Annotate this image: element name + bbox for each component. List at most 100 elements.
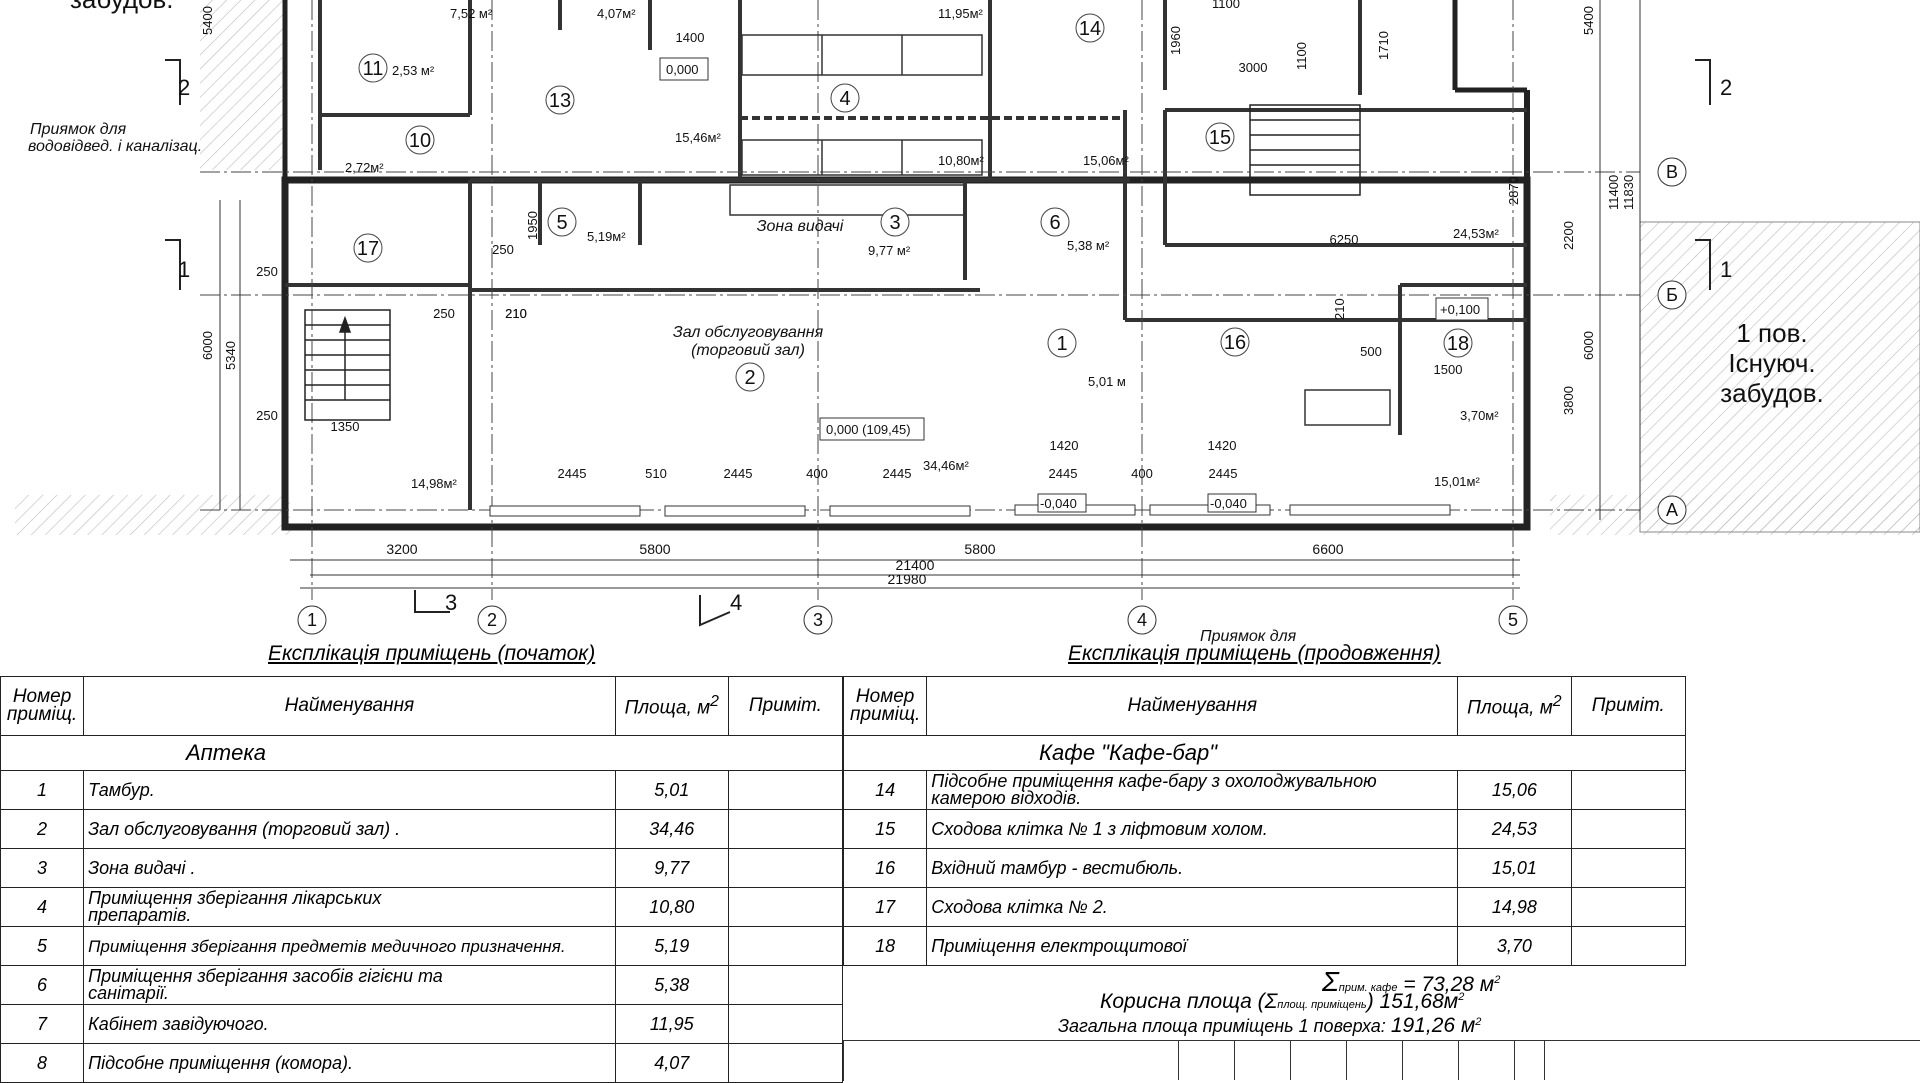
svg-text:1420: 1420 (1208, 438, 1237, 453)
ground-hatch-left (15, 495, 290, 535)
svg-text:3200: 3200 (386, 541, 417, 557)
svg-text:2445: 2445 (1209, 466, 1238, 481)
svg-text:3: 3 (445, 590, 457, 615)
svg-text:Існуюч.: Існуюч. (1728, 348, 1815, 378)
svg-text:2: 2 (744, 367, 755, 389)
svg-text:5800: 5800 (639, 541, 670, 557)
svg-text:5: 5 (1508, 610, 1518, 630)
svg-text:9,77 м²: 9,77 м² (868, 243, 911, 258)
dimension-values-bottom: 3200 5800 5800 6600 21400 21980 (386, 541, 1343, 587)
zone-labels: Зал обслуговування (торговий зал) Зона в… (673, 218, 844, 359)
svg-text:210: 210 (505, 306, 527, 321)
svg-text:2445: 2445 (724, 466, 753, 481)
svg-text:2: 2 (487, 610, 497, 630)
svg-text:11: 11 (363, 58, 384, 80)
cafe-total: Σприм. кафе = 73,28 м2 (1322, 966, 1501, 997)
dimension-values-inner: 2445 510 2445 400 2445 2445 400 2445 142… (256, 0, 1462, 481)
header-name: Найменування (83, 676, 616, 736)
svg-text:7,52 м²: 7,52 м² (450, 6, 493, 21)
svg-text:500: 500 (1360, 344, 1382, 359)
svg-text:18: 18 (1447, 333, 1469, 355)
staircase-17 (304, 309, 391, 421)
group-row: Аптека (0, 735, 843, 771)
svg-text:(торговий зал): (торговий зал) (691, 342, 805, 359)
svg-text:250: 250 (256, 264, 278, 279)
svg-text:4: 4 (1137, 610, 1147, 630)
level-marks: 0,000 0,000 (109,45) +0,100 -0,040 -0,04… (659, 57, 1489, 513)
svg-text:6600: 6600 (1312, 541, 1343, 557)
svg-text:15,46м²: 15,46м² (675, 130, 721, 145)
svg-text:13: 13 (549, 90, 571, 112)
group-row: Кафе "Кафе-бар" (843, 735, 1686, 771)
svg-text:21980: 21980 (888, 571, 927, 587)
table-right-title: Експлікація приміщень (продовження) (1068, 642, 1441, 665)
title-block-grid (1178, 1040, 1545, 1080)
svg-text:5400: 5400 (200, 6, 215, 35)
svg-text:+0,100: +0,100 (1440, 302, 1480, 317)
svg-text:1400: 1400 (676, 30, 705, 45)
header-name: Найменування (926, 676, 1459, 736)
svg-text:водовідвед. і каналізац.: водовідвед. і каналізац. (28, 138, 202, 155)
explication-table-right: Номер приміщ. Найменування Площа, м2 При… (842, 676, 1687, 966)
svg-text:15: 15 (1209, 127, 1231, 149)
svg-text:3: 3 (889, 212, 900, 234)
svg-text:А: А (1666, 500, 1678, 520)
svg-text:24,53м²: 24,53м² (1453, 226, 1499, 241)
svg-text:1420: 1420 (1050, 438, 1079, 453)
axis-markers-letters: В Б А (1657, 157, 1687, 525)
svg-text:17: 17 (357, 238, 379, 260)
svg-text:210: 210 (1332, 298, 1347, 320)
svg-text:2: 2 (1720, 75, 1732, 100)
section-marks (165, 59, 1711, 627)
svg-text:1: 1 (1056, 333, 1067, 355)
svg-text:1710: 1710 (1376, 31, 1391, 60)
svg-text:1 пов.: 1 пов. (1736, 318, 1807, 348)
svg-text:2200: 2200 (1561, 221, 1576, 250)
interior-walls (285, 0, 1527, 510)
svg-text:5,38 м²: 5,38 м² (1067, 238, 1110, 253)
svg-text:Приямок для: Приямок для (1200, 628, 1297, 645)
floor-plan-drawing: 1 2 3 4 5 В Б А 2 2 1 1 3 4 1 пов. Існую… (15, 0, 1920, 645)
svg-text:В: В (1666, 162, 1678, 182)
explication-table-left: Номер приміщ. Найменування Площа, м2 При… (0, 676, 844, 1083)
svg-text:5,01 м: 5,01 м (1088, 374, 1126, 389)
table-header-row: Номер приміщ. Найменування Площа, м2 При… (0, 676, 844, 736)
table-left-title: Експлікація приміщень (початок) (268, 642, 596, 665)
staircase-15 (1249, 104, 1361, 196)
svg-text:250: 250 (492, 242, 514, 257)
svg-text:15,06м²: 15,06м² (1083, 153, 1129, 168)
svg-text:5400: 5400 (1581, 6, 1596, 35)
svg-text:-0,040: -0,040 (1040, 496, 1077, 511)
svg-text:6250: 6250 (1330, 232, 1359, 247)
svg-text:Зона видачі: Зона видачі (757, 218, 844, 235)
svg-text:250: 250 (256, 408, 278, 423)
svg-text:6: 6 (1049, 212, 1060, 234)
svg-text:1500: 1500 (1434, 362, 1463, 377)
axis-markers-numbers: 1 2 3 4 5 (297, 605, 1528, 635)
svg-text:15,01м²: 15,01м² (1434, 474, 1480, 489)
svg-text:-0,040: -0,040 (1210, 496, 1247, 511)
dimension-lines (219, 0, 1641, 589)
svg-text:2445: 2445 (883, 466, 912, 481)
svg-text:2870: 2870 (1506, 176, 1521, 205)
header-num: Номер приміщ. (842, 676, 928, 736)
existing-building-label: 1 пов. Існуюч. забудов. (1720, 318, 1824, 408)
svg-text:1: 1 (178, 257, 190, 282)
svg-text:5: 5 (556, 212, 567, 234)
header-area: Площа, м2 (1457, 676, 1572, 736)
svg-text:4,07м²: 4,07м² (597, 6, 636, 21)
svg-text:2,72м²: 2,72м² (345, 160, 384, 175)
svg-text:2445: 2445 (558, 466, 587, 481)
svg-text:400: 400 (1131, 466, 1153, 481)
svg-text:16: 16 (1224, 332, 1246, 354)
svg-text:4: 4 (839, 88, 850, 110)
svg-text:21400: 21400 (896, 557, 935, 573)
